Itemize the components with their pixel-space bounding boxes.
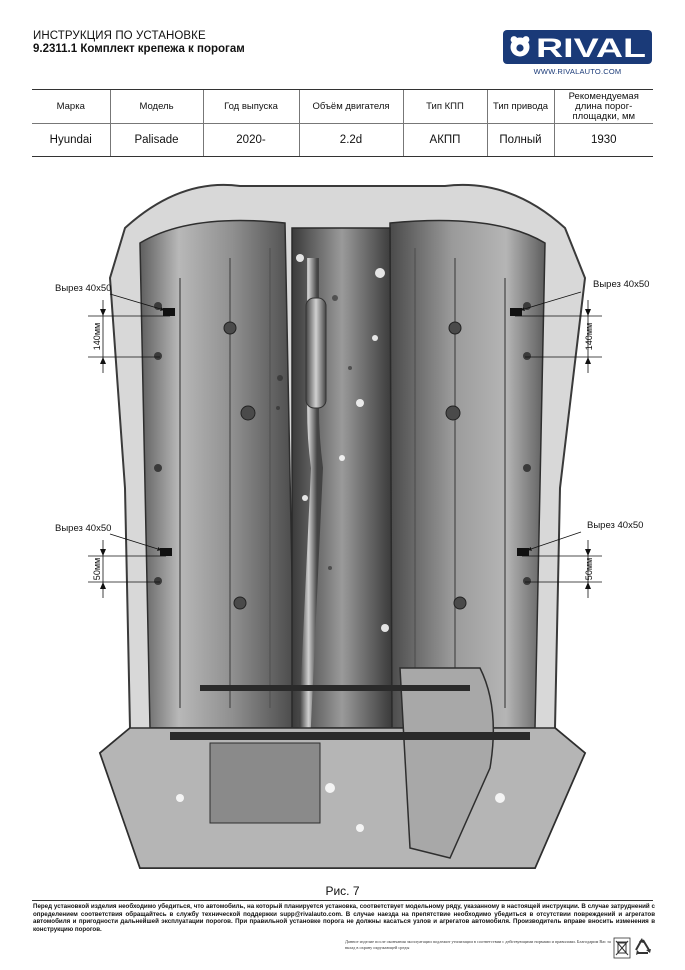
cell-step-length: 1930 <box>553 123 653 157</box>
cell-year: 2020- <box>202 123 299 157</box>
cutout-label-front-left: Вырез 40х50 <box>55 283 111 294</box>
footer-divider <box>32 900 653 901</box>
crossed-bin-icon <box>613 937 631 959</box>
logo-brand-text: RIVAL <box>536 33 646 63</box>
column-header-engine: Объём двигателя <box>298 89 403 124</box>
cutout-label-front-right: Вырез 40х50 <box>593 279 649 290</box>
column-header-make: Марка <box>32 89 110 124</box>
table-row: Hyundai Palisade 2020- 2.2d АКПП Полный … <box>32 123 653 157</box>
cell-drive: Полный <box>486 123 554 157</box>
cell-transmission: АКПП <box>402 123 487 157</box>
cutout-marker-rear-right <box>517 548 529 556</box>
column-header-transmission: Тип КПП <box>402 89 487 124</box>
underbody-diagram: Вырез 40х50 Вырез 40х50 Вырез 40х50 Выре… <box>55 183 649 869</box>
document-subtitle: 9.2311.1 Комплект крепежа к порогам <box>33 43 245 55</box>
column-header-model: Модель <box>109 89 203 124</box>
cutout-marker-front-left <box>163 308 175 316</box>
dimension-label-rear-right: 50мм <box>584 558 594 580</box>
document-title: ИНСТРУКЦИЯ ПО УСТАНОВКЕ <box>33 30 206 42</box>
rival-logo: RIVAL <box>503 30 652 64</box>
figure-caption: Рис. 7 <box>325 884 360 898</box>
cutout-label-rear-right: Вырез 40х50 <box>587 520 643 531</box>
recycle-icon <box>635 938 651 955</box>
vehicle-underbody <box>98 183 587 869</box>
dimension-label-front-right: 140мм <box>584 323 594 350</box>
column-header-drive: Тип привода <box>486 89 554 124</box>
column-header-step-length: Рекомендуемая длина порог-площадки, мм <box>553 89 653 124</box>
column-header-year: Год выпуска <box>202 89 299 124</box>
website-url: WWW.RIVALAUTO.COM <box>533 67 622 76</box>
dimension-label-rear-left: 50мм <box>92 558 102 580</box>
cutout-label-rear-left: Вырез 40х50 <box>55 523 111 534</box>
dimension-label-front-left: 140мм <box>92 323 102 350</box>
table-header-row: Марка Модель Год выпуска Объём двигателя… <box>32 89 653 124</box>
cutout-marker-rear-left <box>160 548 172 556</box>
cutout-marker-front-right <box>510 308 522 316</box>
cell-make: Hyundai <box>32 123 110 157</box>
document-header: ИНСТРУКЦИЯ ПО УСТАНОВКЕ 9.2311.1 Комплек… <box>33 30 245 55</box>
cell-model: Palisade <box>109 123 203 157</box>
installation-warning: Перед установкой изделия необходимо убед… <box>33 903 655 933</box>
disposal-note: Данное изделие после окончания эксплуата… <box>345 939 611 950</box>
vehicle-spec-table: Марка Модель Год выпуска Объём двигателя… <box>32 89 653 157</box>
cell-engine: 2.2d <box>298 123 403 157</box>
logo-emblem-icon <box>510 36 530 57</box>
